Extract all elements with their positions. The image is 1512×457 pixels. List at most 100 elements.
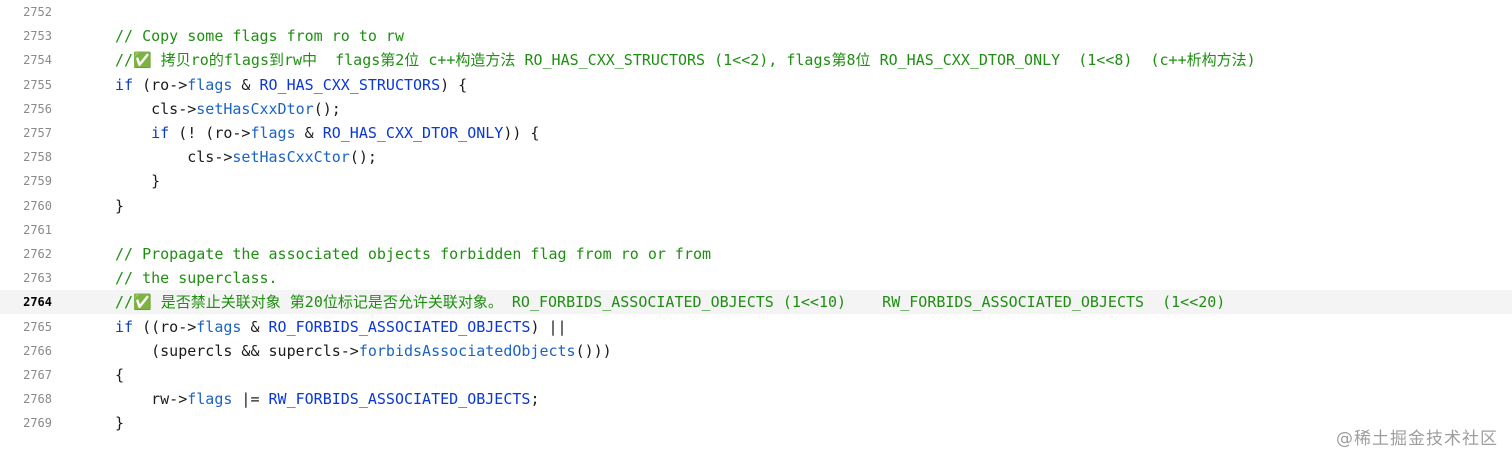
code-token-comment: 是否禁止关联对象 第20位标记是否允许关联对象。 RO_FORBIDS_ASSO… (151, 293, 1226, 312)
code-token-plain: & (241, 317, 269, 336)
line-number: 2761 (23, 222, 52, 237)
line-number: 2764 (23, 295, 52, 310)
code-text: if (ro->flags & RO_HAS_CXX_STRUCTORS) { (115, 73, 467, 97)
code-line[interactable]: 2760} (0, 194, 1512, 218)
code-text: (supercls && supercls->forbidsAssociated… (115, 339, 612, 363)
code-token-plain: (! (ro-> (169, 124, 251, 142)
code-token-plain: } (115, 414, 125, 433)
code-token-comment: // Copy some flags from ro to rw (115, 27, 404, 46)
line-number: 2756 (23, 101, 52, 116)
code-text: if (! (ro->flags & RO_HAS_CXX_DTOR_ONLY)… (115, 121, 539, 145)
line-number: 2763 (23, 271, 52, 286)
code-line[interactable]: 2767 { (0, 363, 1512, 387)
code-token-plain (115, 124, 151, 142)
code-token-macro: RO_HAS_CXX_DTOR_ONLY (322, 124, 504, 142)
code-token-plain: ) || (530, 317, 567, 336)
code-line[interactable]: 2766 (supercls && supercls->forbidsAssoc… (0, 339, 1512, 363)
line-number: 2758 (23, 150, 52, 165)
code-token-comment: // (115, 293, 134, 312)
code-line[interactable]: 2757 if (! (ro->flags & RO_HAS_CXX_DTOR_… (0, 121, 1512, 145)
code-token-plain: (); (349, 148, 377, 167)
code-line[interactable]: 2758 cls->setHasCxxCtor(); (0, 145, 1512, 169)
code-line[interactable]: 2753 // Copy some flags from ro to rw (0, 24, 1512, 48)
code-token-macro: RW_FORBIDS_ASSOCIATED_OBJECTS (268, 390, 531, 409)
line-number: 2765 (23, 319, 52, 334)
code-token-member: forbidsAssociatedObjects (358, 341, 576, 360)
code-token-member: flags (187, 390, 233, 409)
code-token-plain: |= (232, 390, 269, 409)
code-token-comment: 拷贝ro的flags到rw中 flags第2位 c++构造方法 RO_HAS_C… (151, 51, 1256, 70)
line-number: 2753 (23, 29, 52, 44)
code-line[interactable]: 2754 //✅ 拷贝ro的flags到rw中 flags第2位 c++构造方法 … (0, 48, 1512, 72)
code-line[interactable]: 2761 (0, 218, 1512, 242)
code-text: cls->setHasCxxCtor(); (115, 145, 377, 169)
code-token-plain: )) { (503, 124, 540, 142)
code-token-plain: rw-> (115, 390, 188, 409)
code-token-plain: & (295, 124, 323, 142)
code-token-keyword: if (151, 124, 170, 142)
check-mark-icon: ✅ (133, 293, 152, 312)
code-token-keyword: if (115, 317, 134, 336)
line-number: 2767 (23, 368, 52, 382)
code-token-plain: } (115, 172, 161, 191)
code-text: // Copy some flags from ro to rw (115, 24, 404, 48)
code-text: rw->flags |= RW_FORBIDS_ASSOCIATED_OBJEC… (115, 387, 539, 411)
code-token-plain: cls-> (115, 99, 197, 118)
code-token-plain: (supercls && supercls-> (115, 341, 359, 360)
code-token-plain: (ro-> (133, 75, 188, 94)
code-text: if ((ro->flags & RO_FORBIDS_ASSOCIATED_O… (115, 315, 567, 339)
line-number: 2757 (23, 126, 52, 140)
code-token-macro: RO_HAS_CXX_STRUCTORS (259, 75, 441, 94)
code-token-plain: ())) (575, 341, 612, 360)
code-text: { (115, 363, 124, 387)
line-number: 2762 (23, 247, 52, 261)
code-text: } (115, 411, 124, 435)
code-token-macro: RO_FORBIDS_ASSOCIATED_OBJECTS (268, 317, 531, 336)
code-line[interactable]: 2752 (0, 0, 1512, 24)
code-line[interactable]: 2755 if (ro->flags & RO_HAS_CXX_STRUCTORS… (0, 73, 1512, 97)
code-text: // Propagate the associated objects forb… (115, 242, 711, 266)
code-line[interactable]: 2765 if ((ro->flags & RO_FORBIDS_ASSOCIAT… (0, 315, 1512, 339)
code-text: //✅ 拷贝ro的flags到rw中 flags第2位 c++构造方法 RO_H… (115, 48, 1256, 72)
code-text: //✅ 是否禁止关联对象 第20位标记是否允许关联对象。 RO_FORBIDS_… (115, 290, 1225, 314)
line-number: 2760 (23, 198, 52, 213)
code-token-plain: ; (530, 390, 540, 409)
code-token-member: flags (187, 75, 233, 94)
code-token-member: setHasCxxCtor (232, 148, 350, 167)
code-line[interactable]: 2769} (0, 411, 1512, 435)
code-text: } (115, 194, 124, 218)
code-token-plain: ) { (440, 75, 468, 94)
code-text: cls->setHasCxxDtor(); (115, 97, 341, 121)
check-mark-icon: ✅ (133, 51, 152, 70)
code-token-plain: (); (313, 99, 341, 118)
code-token-keyword: if (115, 75, 134, 94)
line-number: 2752 (23, 5, 52, 19)
code-token-member: setHasCxxDtor (196, 99, 314, 118)
code-line[interactable]: 2763 // the superclass. (0, 266, 1512, 290)
line-number: 2759 (23, 174, 52, 189)
watermark: @稀土掘金技术社区 (1336, 429, 1498, 449)
line-number: 2754 (23, 53, 52, 68)
code-token-plain: } (115, 196, 125, 215)
line-number: 2755 (23, 77, 52, 92)
line-number: 2769 (23, 416, 52, 431)
code-text: // the superclass. (115, 266, 278, 290)
code-token-comment: // Propagate the associated objects forb… (115, 245, 712, 263)
line-number: 2768 (23, 392, 52, 407)
code-token-plain: cls-> (115, 148, 233, 167)
code-token-member: flags (250, 124, 296, 142)
code-line[interactable]: 2764 //✅ 是否禁止关联对象 第20位标记是否允许关联对象。 RO_FORB… (0, 290, 1512, 315)
code-text: } (115, 169, 160, 193)
code-line[interactable]: 2762 // Propagate the associated objects … (0, 242, 1512, 266)
code-token-plain: & (232, 75, 260, 94)
code-token-comment: // the superclass. (115, 269, 278, 288)
code-token-plain: ((ro-> (133, 317, 197, 336)
code-token-comment: // (115, 51, 134, 70)
code-line[interactable]: 2756 cls->setHasCxxDtor(); (0, 97, 1512, 121)
code-line[interactable]: 2768 rw->flags |= RW_FORBIDS_ASSOCIATED_… (0, 387, 1512, 411)
code-line[interactable]: 2759 } (0, 169, 1512, 193)
code-token-member: flags (196, 317, 242, 336)
code-token-plain: { (115, 366, 125, 384)
line-number: 2766 (23, 343, 52, 358)
